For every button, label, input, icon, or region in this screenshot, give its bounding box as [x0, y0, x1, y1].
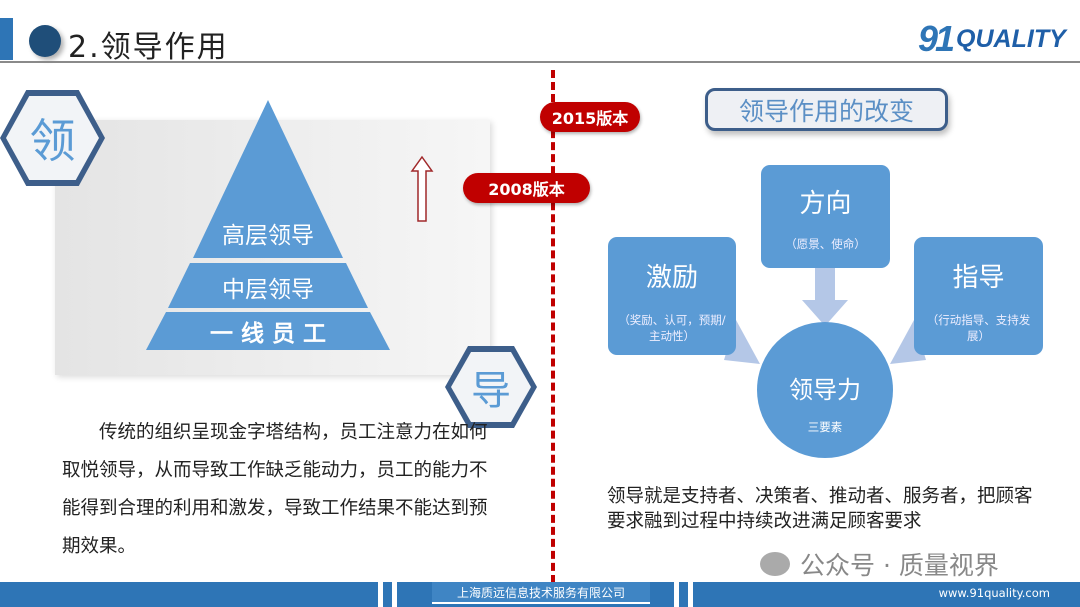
pyramid-label-middle: 中层领导 [222, 277, 314, 303]
version-2015-badge: 2015版本 [540, 102, 640, 132]
pyramid-label-bottom: 一 线 员 工 [210, 320, 326, 347]
logo-text: QUALITY [956, 24, 1066, 53]
header-accent-bar [0, 18, 13, 60]
pyramid: 高层领导 中层领导 一 线 员 工 [146, 100, 390, 350]
footer-stripe [378, 582, 383, 607]
leadership-circle: 领导力三要素 [757, 322, 893, 458]
hexagon-ling-text: 领 [6, 96, 99, 180]
footer-stripe [674, 582, 679, 607]
footer-url: www.91quality.com [938, 586, 1050, 600]
header-bullet [29, 25, 61, 57]
motivation-box: 激励 （奖励、认可，预期/主动性） [608, 237, 736, 355]
timeline-divider [551, 70, 555, 607]
footer-stripe [688, 582, 693, 607]
leadership-sub: 三要素 [807, 420, 843, 434]
motivation-title: 激励 [645, 263, 698, 293]
up-arrow-icon [410, 155, 434, 222]
pyramid-bottom [146, 312, 390, 350]
watermark: 公众号 · 质量视界 [760, 546, 999, 582]
wechat-icon [760, 552, 790, 576]
leadership-title: 领导力 [789, 376, 861, 404]
leadership-summary: 领导就是支持者、决策者、推动者、服务者，把顾客要求融到过程中持续改进满足顾客要求 [607, 486, 1033, 532]
traditional-description: 传统的组织呈现金字塔结构，员工注意力在如何取悦领导，从而导致工作缺乏能动力，员工… [62, 422, 488, 557]
version-2008-badge: 2008版本 [463, 173, 590, 203]
change-title: 领导作用的改变 [705, 88, 948, 131]
pyramid-middle [168, 263, 368, 308]
direction-box: 方向 （愿景、使命） [761, 165, 890, 268]
pyramid-label-top: 高层领导 [222, 223, 314, 249]
guidance-sub: （行动指导、支持发展） [926, 313, 1031, 343]
watermark-text: 公众号 · 质量视界 [800, 551, 999, 580]
footer-stripe [392, 582, 397, 607]
footer-company: 上海质远信息技术服务有限公司 [432, 582, 650, 604]
motivation-sub: （奖励、认可，预期/主动性） [618, 313, 726, 343]
direction-title: 方向 [799, 189, 852, 219]
guidance-title: 指导 [952, 263, 1005, 293]
hexagon-ling: 领 [0, 90, 105, 186]
direction-sub: （愿景、使命） [785, 237, 866, 251]
arrow-down-icon [802, 268, 848, 326]
guidance-box: 指导 （行动指导、支持发展） [914, 237, 1043, 355]
page-title: 2.领导作用 [68, 30, 229, 65]
logo-number: 91 [918, 18, 955, 59]
header-divider [0, 61, 1080, 63]
hexagon-dao-text: 导 [451, 352, 531, 422]
pyramid-top [193, 100, 343, 258]
hexagon-dao: 导 [445, 346, 537, 428]
